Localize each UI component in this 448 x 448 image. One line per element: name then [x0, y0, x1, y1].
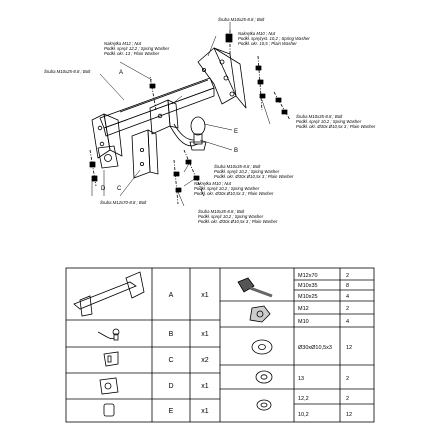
svg-text:Podkł. okr. Ø30x Ø10,5x 3 ; Pl: Podkł. okr. Ø30x Ø10,5x 3 ; Plain Washer — [198, 219, 278, 224]
assembly-part-letters: A E B D C — [101, 70, 238, 192]
svg-text:Nakrętka M10 ; Nut: Nakrętka M10 ; Nut — [194, 181, 232, 186]
tow-ball-B — [169, 116, 207, 151]
part-C-bracket-sketch — [103, 351, 119, 367]
assembly-letter-A: A — [119, 70, 123, 76]
callout-mid-nut: Nakrętka M10 ; Nut Podkł. spręż 10,2 ; S… — [194, 181, 274, 196]
svg-text:Podkł. spręż 10,2 ; Spring Was: Podkł. spręż 10,2 ; Spring Washer — [198, 214, 264, 219]
hw-spec-5: M10 — [298, 319, 309, 325]
hw-spec-3: M10x25 — [298, 294, 318, 300]
parts-table-text: A x1 B x1 C x2 D x1 E x1 — [168, 292, 208, 415]
hw-qty-9: 12 — [346, 412, 352, 418]
svg-text:Podkł. sprężyst. 10,2 ; Spring: Podkł. sprężyst. 10,2 ; Spring Washer — [238, 36, 310, 41]
callouts: Šruba M10x25-8.8 ; Bolt Nakrętka M10 ; N… — [44, 17, 376, 224]
svg-text:Podkł. okr. Ø30x Ø10,5x 3 ; Pl: Podkł. okr. Ø30x Ø10,5x 3 ; Plain Washer — [296, 124, 376, 129]
svg-text:Nakrętka M10 ; Nut: Nakrętka M10 ; Nut — [238, 31, 276, 36]
hardware-stack-bottom — [89, 83, 200, 193]
callout-top-bolt: Šruba M10x25-8.8 ; Bolt — [218, 17, 265, 22]
svg-text:Podkł. spręż 12,2 ; Spring Was: Podkł. spręż 12,2 ; Spring Washer — [104, 46, 170, 51]
hw-spec-8: 12,2 — [298, 396, 309, 402]
part-D-qty: x1 — [201, 383, 209, 390]
part-A-crossbar-sketch — [73, 271, 145, 317]
part-C-letter: C — [168, 357, 173, 364]
part-D-letter: D — [168, 383, 173, 390]
callout-low-bolt: Šruba M10x35-8.8 ; Bolt Podkł. spręż 10,… — [198, 209, 278, 224]
svg-text:Podkł. spręż 10,2 ; Spring Was: Podkł. spręż 10,2 ; Spring Washer — [296, 119, 362, 124]
hw-spec-7: 13 — [298, 376, 304, 382]
svg-text:Podkł. okr. Ø30x Ø10,5x 3 ; Pl: Podkł. okr. Ø30x Ø10,5x 3 ; Plain Washer — [214, 174, 294, 179]
svg-text:Podkł. spręż 10,2 ; Spring Was: Podkł. spręż 10,2 ; Spring Washer — [214, 169, 280, 174]
bolt-sketch — [237, 277, 273, 298]
lower-socket-bracket-C — [131, 129, 159, 179]
hardware-table-text: M12x70 2 M10x35 8 M10x25 4 M12 2 M10 4 Ø… — [298, 273, 352, 418]
assembly-letter-E: E — [234, 129, 238, 135]
part-B-towball-sketch — [97, 328, 120, 341]
socket-plate-D — [97, 145, 119, 169]
svg-text:Nakrętka M12 ; Nut: Nakrętka M12 ; Nut — [104, 41, 142, 46]
left-mounting-bracket — [91, 113, 123, 159]
spring-washer-sketch — [256, 399, 272, 411]
svg-text:Šruba M10x35-8.8 ; Bolt: Šruba M10x35-8.8 ; Bolt — [198, 209, 245, 214]
leader-lines — [91, 22, 271, 207]
callout-right-bolt: Šruba M10x35-8.8 ; Bolt Podkł. spręż 10,… — [296, 114, 376, 129]
hw-qty-2: 8 — [346, 283, 349, 289]
svg-text:Šruba M10x35-8.8 ; Bolt: Šruba M10x35-8.8 ; Bolt — [214, 164, 261, 169]
svg-text:Podkł. okr. Ø30x Ø10,5x 3 ; Pl: Podkł. okr. Ø30x Ø10,5x 3 ; Plain Washer — [194, 191, 274, 196]
hw-spec-1: M12x70 — [298, 273, 318, 279]
center-drop-plate — [149, 99, 179, 135]
part-C-qty: x2 — [201, 357, 209, 364]
callout-bottom-bolt: Šruba M12x70-8.8 ; Bolt — [100, 200, 147, 205]
hw-spec-2: M10x35 — [298, 283, 318, 289]
svg-text:Podkł. spręż 10,2 ; Spring Was: Podkł. spręż 10,2 ; Spring Washer — [194, 186, 260, 191]
part-A-qty: x1 — [201, 292, 209, 299]
part-B-letter: B — [169, 331, 174, 338]
hw-spec-6: Ø30xØ10,5x3 — [298, 345, 332, 351]
svg-text:Podkł. okr. 10,5 ; Plain Washe: Podkł. okr. 10,5 ; Plain Washer — [238, 41, 297, 46]
callout-nut-left: Nakrętka M12 ; Nut Podkł. spręż 12,2 ; S… — [104, 41, 170, 56]
svg-text:Šruba M10x35-8.8 ; Bolt: Šruba M10x35-8.8 ; Bolt — [296, 114, 343, 119]
hw-qty-8: 2 — [346, 396, 349, 402]
nut-sketch — [249, 305, 271, 323]
part-E-cap-sketch — [103, 403, 115, 417]
callout-left-bolt: Šruba M10x25-8.8 ; Bolt — [44, 69, 91, 74]
hardware-stack-top-right — [225, 33, 288, 115]
hardware-drawings — [237, 277, 273, 411]
hw-qty-5: 4 — [346, 319, 349, 325]
hw-spec-4: M12 — [298, 306, 309, 312]
callout-nut-top: Nakrętka M10 ; Nut Podkł. sprężyst. 10,2… — [238, 31, 310, 46]
hw-spec-9: 10,2 — [298, 412, 309, 418]
hw-qty-1: 2 — [346, 273, 349, 279]
hw-qty-7: 2 — [346, 376, 349, 382]
hw-qty-6: 12 — [346, 345, 352, 351]
right-mounting-bracket — [197, 47, 247, 109]
assembly-letter-C: C — [117, 186, 122, 192]
part-E-qty: x1 — [201, 408, 209, 415]
large-washer-sketch — [251, 339, 273, 355]
parts-table-drawings — [73, 271, 145, 417]
hw-qty-4: 2 — [346, 306, 349, 312]
callout-mid-bolt: Šruba M10x35-8.8 ; Bolt Podkł. spręż 10,… — [214, 164, 294, 179]
hw-qty-3: 4 — [346, 294, 349, 300]
assembly-letter-D: D — [101, 186, 106, 192]
part-B-qty: x1 — [201, 331, 209, 338]
part-D-plate-sketch — [99, 377, 119, 395]
main-crossbar-A — [99, 77, 215, 137]
svg-text:Podkł. okr. 13 ; Plain Washer: Podkł. okr. 13 ; Plain Washer — [104, 51, 160, 56]
washer-13-sketch — [255, 370, 273, 384]
part-A-letter: A — [169, 292, 174, 299]
part-E-letter: E — [169, 408, 174, 415]
parts-table-grid — [65, 267, 375, 423]
assembly-letter-B: B — [234, 148, 238, 154]
